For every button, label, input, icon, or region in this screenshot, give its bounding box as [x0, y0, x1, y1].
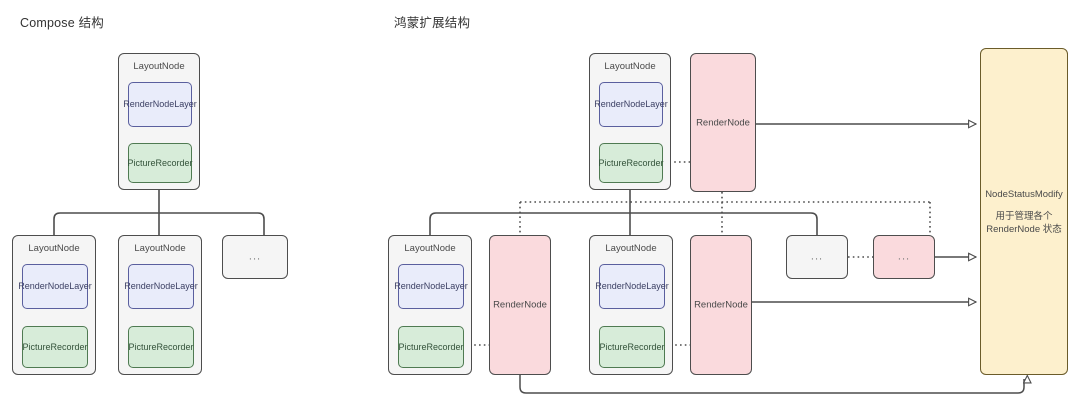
- status-title: NodeStatusModify: [985, 188, 1063, 200]
- rendernodelayer-box[interactable]: RenderNodeLayer: [595, 264, 669, 309]
- status-text-block: NodeStatusModify 用于管理各个 RenderNode 状态: [983, 188, 1065, 236]
- ellipsis-label: ...: [248, 250, 262, 263]
- rendernode-dotted-bus: [519, 192, 931, 235]
- layoutnode-label: LayoutNode: [604, 61, 656, 72]
- right-child-rendernode-2[interactable]: RenderNode: [690, 235, 752, 375]
- rendernode-label: RenderNode: [694, 299, 748, 311]
- picturerecorder-box[interactable]: PictureRecorder: [598, 143, 664, 183]
- rendernode-label: RenderNode: [493, 299, 547, 311]
- arrow-feedback-loop-to-status: [519, 375, 1024, 394]
- left-root-layoutnode[interactable]: LayoutNode RenderNodeLayer PictureRecord…: [118, 53, 200, 190]
- right-child-layoutnode-2[interactable]: LayoutNode RenderNodeLayer PictureRecord…: [589, 235, 673, 375]
- picturerecorder-box[interactable]: PictureRecorder: [599, 326, 665, 368]
- node-status-modify[interactable]: NodeStatusModify 用于管理各个 RenderNode 状态: [980, 48, 1068, 375]
- rendernodelayer-box[interactable]: RenderNodeLayer: [124, 264, 198, 309]
- rendernode-label: RenderNode: [696, 117, 750, 128]
- layoutnode-label: LayoutNode: [404, 243, 456, 254]
- right-child-rendernode-1[interactable]: RenderNode: [489, 235, 551, 375]
- rendernodelayer-box[interactable]: RenderNodeLayer: [18, 264, 92, 309]
- left-section-title: Compose 结构: [20, 16, 104, 30]
- rendernodelayer-box[interactable]: RenderNodeLayer: [594, 82, 668, 127]
- ellipsis-label: ...: [897, 250, 911, 263]
- left-child-layoutnode-1[interactable]: LayoutNode RenderNodeLayer PictureRecord…: [12, 235, 96, 375]
- layoutnode-label: LayoutNode: [134, 243, 186, 254]
- layoutnode-label: LayoutNode: [133, 61, 185, 72]
- right-child-layoutnode-1[interactable]: LayoutNode RenderNodeLayer PictureRecord…: [388, 235, 472, 375]
- rendernodelayer-box[interactable]: RenderNodeLayer: [123, 82, 197, 127]
- picturerecorder-box[interactable]: PictureRecorder: [127, 143, 193, 183]
- left-child-layoutnode-2[interactable]: LayoutNode RenderNodeLayer PictureRecord…: [118, 235, 202, 375]
- left-tree-connectors: [53, 190, 265, 235]
- layoutnode-label: LayoutNode: [605, 243, 657, 254]
- right-child-ellipsis-gray[interactable]: ...: [786, 235, 848, 279]
- picturerecorder-box[interactable]: PictureRecorder: [398, 326, 464, 368]
- layoutnode-label: LayoutNode: [28, 243, 80, 254]
- right-root-layoutnode[interactable]: LayoutNode RenderNodeLayer PictureRecord…: [589, 53, 671, 190]
- picturerecorder-box[interactable]: PictureRecorder: [22, 326, 88, 368]
- status-subtitle-line1: 用于管理各个: [995, 210, 1053, 222]
- picturerecorder-box[interactable]: PictureRecorder: [128, 326, 194, 368]
- ellipsis-label: ...: [810, 250, 824, 263]
- right-root-rendernode[interactable]: RenderNode: [690, 53, 756, 192]
- right-section-title: 鸿蒙扩展结构: [394, 16, 471, 30]
- status-subtitle-line2: RenderNode 状态: [986, 223, 1062, 235]
- rendernodelayer-box[interactable]: RenderNodeLayer: [394, 264, 468, 309]
- right-child-ellipsis-pink[interactable]: ...: [873, 235, 935, 279]
- left-child-ellipsis[interactable]: ...: [222, 235, 288, 279]
- right-tree-connectors: [429, 190, 818, 235]
